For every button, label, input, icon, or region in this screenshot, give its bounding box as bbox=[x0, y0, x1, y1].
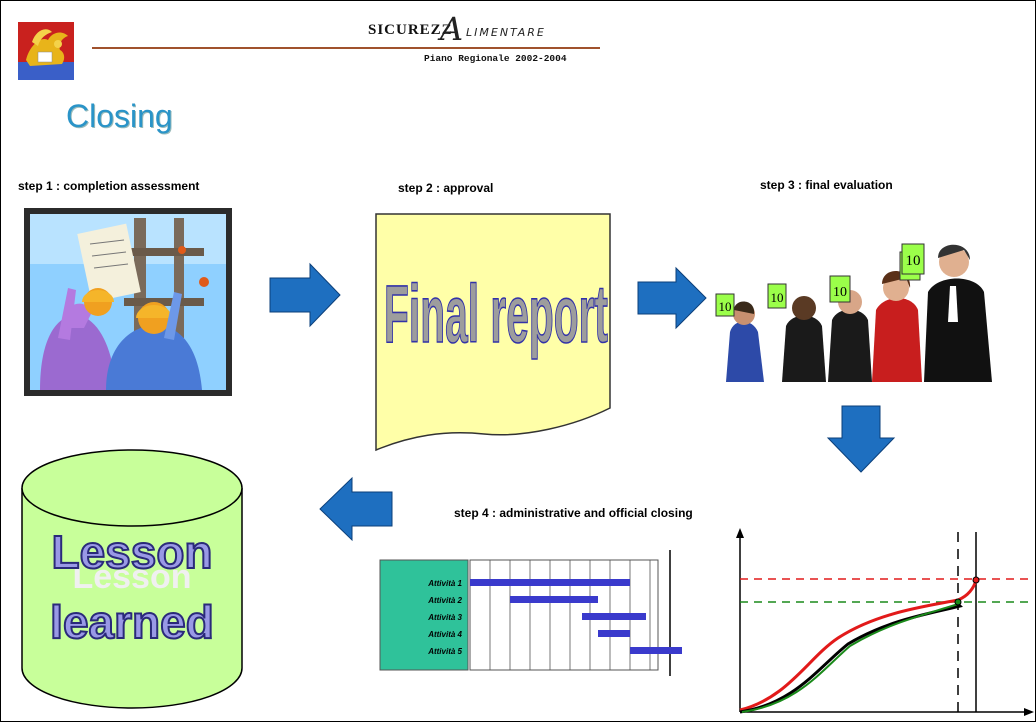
gantt-bar bbox=[470, 579, 630, 586]
gantt-bar bbox=[598, 630, 630, 637]
gantt-bar bbox=[630, 647, 682, 654]
lion-logo-icon bbox=[18, 22, 74, 80]
header-divider bbox=[92, 47, 600, 49]
gantt-label-column bbox=[379, 559, 469, 671]
arrow-down-icon bbox=[826, 405, 896, 473]
gantt-bar bbox=[582, 613, 646, 620]
brand-letter: A bbox=[440, 10, 464, 48]
planned-curve-green bbox=[741, 603, 959, 713]
score-card-2: 10 bbox=[771, 290, 784, 305]
brand-logo: SICUREZZ A LIMENTARE bbox=[368, 10, 608, 48]
completion-assessment-illustration bbox=[24, 208, 232, 396]
gantt-activity-label: Attività 4 bbox=[427, 630, 462, 639]
actual-curve-red bbox=[739, 579, 978, 712]
arrow-right-icon bbox=[637, 266, 707, 330]
final-evaluation-judges-illustration: 10 10 10 10 10 bbox=[715, 243, 992, 382]
final-report-text: Final report bbox=[384, 269, 608, 360]
gantt-chart: Attività 1 Attività 2 Attività 3 Attività 4… bbox=[379, 550, 682, 676]
lesson-learned-database-icon bbox=[21, 449, 243, 709]
final-report-heading: Final report bbox=[383, 268, 609, 361]
step-4-label: step 4 : administrative and official clo… bbox=[454, 506, 693, 520]
score-card-5: 10 bbox=[906, 253, 921, 269]
header-subtitle: Piano Regionale 2002-2004 bbox=[424, 53, 567, 64]
lesson-line-2: learned bbox=[50, 596, 214, 648]
final-report-document bbox=[375, 213, 611, 452]
score-card-3: 10 bbox=[833, 285, 847, 300]
gantt-bar bbox=[510, 596, 598, 603]
score-card-1: 10 bbox=[719, 299, 732, 314]
s-curve-chart bbox=[736, 528, 1034, 716]
arrow-right-icon bbox=[269, 262, 341, 328]
lesson-learned-text: Lesson Lesson learned bbox=[49, 525, 215, 649]
gantt-activity-label: Attività 5 bbox=[427, 647, 462, 656]
page-title: Closing bbox=[66, 98, 173, 134]
lesson-line-1: Lesson bbox=[51, 526, 212, 578]
step-1-label: step 1 : completion assessment bbox=[18, 179, 200, 193]
step-3-label: step 3 : final evaluation bbox=[760, 178, 893, 192]
lesson-shadow-text: Lesson bbox=[72, 558, 191, 596]
gantt-activity-label: Attività 1 bbox=[427, 579, 462, 588]
gantt-activity-label: Attività 2 bbox=[427, 596, 462, 605]
brand-word: SICUREZZ bbox=[368, 22, 453, 38]
step-2-label: step 2 : approval bbox=[398, 181, 494, 195]
brand-rest: LIMENTARE bbox=[466, 26, 546, 39]
arrow-left-icon bbox=[319, 476, 393, 542]
gantt-activity-label: Attività 3 bbox=[427, 613, 462, 622]
